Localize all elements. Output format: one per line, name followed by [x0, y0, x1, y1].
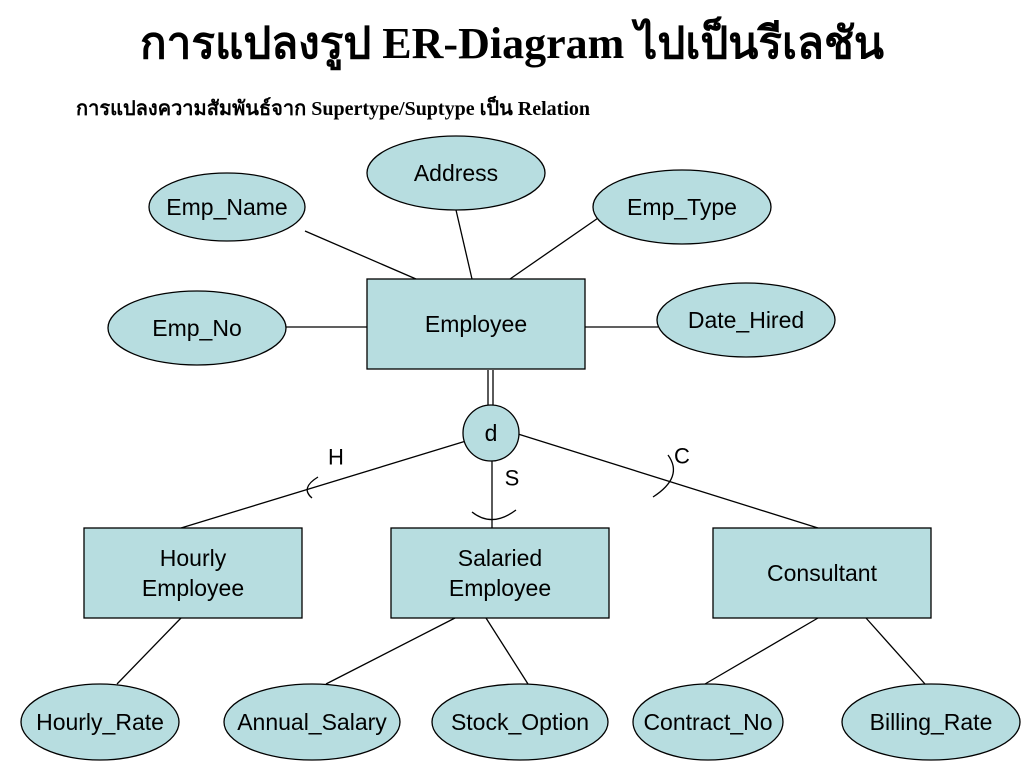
- entity-hourly-employee-subtype-connector: [180, 440, 467, 529]
- entity-consultant-subtype-connector: [517, 433, 819, 529]
- entity-consultant[interactable]: Consultant: [712, 527, 932, 619]
- attribute-stock-option-ellipse: [431, 683, 609, 761]
- attribute-contract-no-ellipse: [632, 683, 784, 761]
- attribute-emp-no-label: Emp_No: [152, 315, 241, 341]
- attribute-contract-no[interactable]: Contract_No: [632, 683, 784, 761]
- entity-employee-label: Employee: [425, 311, 527, 337]
- attribute-annual-salary-label: Annual_Salary: [237, 709, 387, 735]
- entity-hourly-employee-discriminator: H: [328, 445, 344, 470]
- slide-title: การแปลงรูป ER-Diagram ไปเป็นรีเลชัน: [140, 19, 884, 68]
- connector-labels: HSC: [328, 444, 690, 491]
- entity-employee[interactable]: Employee: [366, 278, 586, 370]
- disjoint-circle-shape: [462, 404, 520, 462]
- attribute-date-hired[interactable]: Date_Hired: [656, 282, 836, 358]
- connector-contract-no: [704, 617, 819, 685]
- entity-salaried-employee-subset-arc: [471, 509, 517, 521]
- attribute-emp-type-ellipse: [592, 169, 772, 245]
- connector-hourly-rate: [116, 617, 182, 685]
- entity-salaried-employee-label-line-2: Employee: [449, 575, 551, 601]
- connectors: [116, 209, 926, 685]
- entity-salaried-employee-label-line-1: Salaried: [458, 545, 542, 571]
- slide-subtitle: การแปลงความสัมพันธ์จาก Supertype/Suptype…: [76, 98, 591, 120]
- attribute-emp-type[interactable]: Emp_Type: [592, 169, 772, 245]
- attribute-emp-name-label: Emp_Name: [166, 194, 287, 220]
- attribute-emp-type-label: Emp_Type: [627, 194, 737, 220]
- entity-hourly-employee-box: [83, 527, 303, 619]
- attribute-emp-no-ellipse: [107, 290, 287, 366]
- attribute-annual-salary[interactable]: Annual_Salary: [223, 683, 401, 761]
- disjoint-symbol: d: [485, 420, 498, 446]
- attribute-hourly-rate-ellipse: [20, 683, 180, 761]
- entity-consultant-label: Consultant: [767, 560, 878, 586]
- entity-hourly-employee-label-line-1: Hourly: [160, 545, 227, 571]
- attribute-hourly-rate[interactable]: Hourly_Rate: [20, 683, 180, 761]
- entity-consultant-discriminator: C: [674, 444, 690, 469]
- attribute-address-label: Address: [414, 160, 498, 186]
- attribute-address-ellipse: [366, 135, 546, 211]
- attribute-date-hired-ellipse: [656, 282, 836, 358]
- connector-emp-type: [509, 215, 602, 280]
- attribute-emp-no[interactable]: Emp_No: [107, 290, 287, 366]
- attribute-emp-name[interactable]: Emp_Name: [148, 172, 306, 242]
- entity-hourly-employee-label-line-2: Employee: [142, 575, 244, 601]
- attribute-contract-no-label: Contract_No: [643, 709, 772, 735]
- entity-salaried-employee-discriminator: S: [505, 466, 520, 491]
- attribute-stock-option-label: Stock_Option: [451, 709, 589, 735]
- disjoint-circle[interactable]: d: [462, 404, 520, 462]
- attribute-address[interactable]: Address: [366, 135, 546, 211]
- entity-consultant-box: [712, 527, 932, 619]
- connector-stock-option: [485, 617, 529, 685]
- attribute-billing-rate-label: Billing_Rate: [870, 709, 993, 735]
- attribute-hourly-rate-label: Hourly_Rate: [36, 709, 164, 735]
- attribute-billing-rate[interactable]: Billing_Rate: [841, 683, 1021, 761]
- connector-billing-rate: [865, 617, 926, 685]
- connector-annual-salary: [325, 617, 456, 685]
- attribute-annual-salary-ellipse: [223, 683, 401, 761]
- attribute-emp-name-ellipse: [148, 172, 306, 242]
- entity-employee-box: [366, 278, 586, 370]
- entity-salaried-employee-box: [390, 527, 610, 619]
- connector-address: [455, 209, 473, 280]
- attribute-stock-option[interactable]: Stock_Option: [431, 683, 609, 761]
- connector-emp-name: [304, 230, 417, 280]
- attribute-date-hired-label: Date_Hired: [688, 307, 804, 333]
- entity-consultant-subset-arc: [652, 454, 675, 498]
- entity-hourly-employee-subset-arc: [306, 476, 319, 499]
- attribute-billing-rate-ellipse: [841, 683, 1021, 761]
